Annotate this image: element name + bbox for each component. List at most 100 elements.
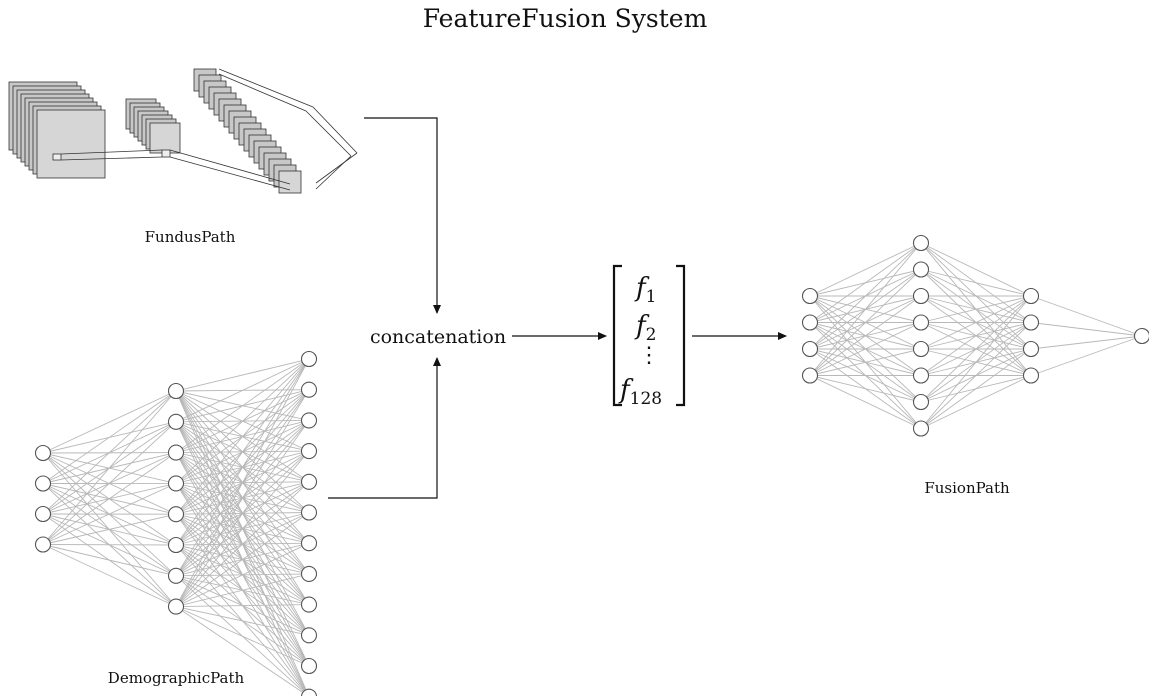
cnn-projection-line: [60, 156, 163, 161]
demographic-edge: [175, 606, 310, 667]
demographic-edge: [42, 390, 177, 454]
fusion-network: [801, 234, 1149, 437]
demographic-edge: [175, 358, 310, 607]
cnn-projection-line: [315, 152, 358, 184]
demographic-edge: [42, 544, 177, 577]
demographic-edge: [175, 512, 310, 607]
cnn-projection-line: [218, 68, 314, 108]
concatenation-label: concatenation: [370, 326, 506, 348]
cnn-projection-line: [305, 110, 352, 157]
demographic-edge: [42, 482, 177, 545]
fusion-edge: [920, 269, 1032, 297]
diagram-title: FeatureFusion System: [423, 4, 708, 33]
fusion-node-layer3: [1022, 314, 1040, 331]
fusion-edge: [920, 295, 1032, 350]
demographic-edge: [175, 358, 310, 577]
demographic-node-layer2: [167, 506, 185, 523]
demographic-edge: [42, 513, 177, 545]
feature-vector: f1 f2 ⋮ f128: [612, 264, 686, 409]
demographic-to-concat-arrow: [328, 357, 441, 499]
demographic-node-layer3: [300, 688, 318, 696]
cnn-kernel-box: [52, 153, 62, 161]
fusion-edge: [920, 295, 1032, 429]
demographic-edge: [175, 542, 310, 608]
fusion-edge: [809, 348, 922, 376]
fusion-node-layer1: [801, 340, 819, 358]
demographic-edge: [175, 606, 310, 636]
fusion-edge: [809, 242, 922, 323]
vector-left-bracket: [612, 264, 622, 407]
demographic-node-layer3: [300, 350, 318, 368]
fusion-edge: [809, 269, 922, 376]
cnn-projection-line: [312, 106, 358, 154]
fusion-node-layer3: [1022, 340, 1040, 358]
demographic-node-layer3: [300, 381, 318, 398]
fusion-node-layer2: [912, 261, 930, 278]
vector-element-f1: f1: [634, 273, 656, 307]
demographic-edge: [175, 573, 310, 608]
demographic-node-layer3: [300, 412, 318, 429]
fusion-edge: [809, 242, 922, 350]
demographic-node-layer3: [300, 565, 318, 582]
demographic-edge: [175, 358, 310, 453]
fusion-edge: [920, 375, 1032, 429]
demographic-node-layer2: [167, 444, 185, 461]
fundus-path-label: FundusPath: [145, 228, 236, 246]
demographic-edge: [175, 606, 309, 696]
demographic-node-layer3: [300, 596, 318, 613]
fusion-edge: [1030, 322, 1143, 337]
fusion-node-layer3: [1022, 287, 1040, 305]
fundus-to-concat-arrow: [364, 117, 441, 314]
demographic-node-layer3: [300, 504, 318, 521]
fusion-node-layer2: [912, 393, 930, 411]
cnn-projection-line: [169, 149, 291, 185]
cnn-conv1-stack-map: [149, 122, 181, 154]
fusion-edge: [809, 242, 922, 297]
fusion-edge: [809, 322, 922, 376]
demographic-edge: [175, 389, 310, 607]
fundus-cnn-illustration: [8, 68, 358, 194]
demographic-node-layer1: [34, 505, 52, 523]
demographic-node-layer3: [300, 473, 318, 490]
demographic-node-layer2: [167, 536, 185, 554]
fusion-edge: [1030, 295, 1143, 337]
demographic-node-layer3: [300, 627, 318, 644]
demographic-edge: [175, 481, 310, 607]
demographic-node-layer3: [300, 535, 318, 552]
demographic-edge: [175, 450, 310, 607]
demographic-edge: [42, 452, 177, 545]
demographic-edge: [42, 390, 177, 484]
fusion-edge: [809, 242, 922, 376]
demographic-edge: [175, 358, 310, 484]
fusion-edge: [920, 348, 1032, 429]
demographic-node-layer3: [300, 443, 318, 460]
cnn-conv2-stack: [193, 68, 302, 194]
fusion-edge: [920, 322, 1032, 429]
fusion-node-layer2: [912, 420, 930, 437]
fusion-node-layer2: [912, 234, 930, 252]
cnn-kernel-box: [161, 149, 171, 158]
demographic-edges: [42, 358, 310, 696]
fusion-node-layer2: [912, 340, 930, 358]
vector-element-f128: f128: [618, 375, 662, 409]
demographic-edge: [42, 421, 177, 545]
fusion-node-layer2: [912, 287, 930, 305]
demographic-edge: [175, 358, 310, 392]
demographic-path-label: DemographicPath: [108, 669, 245, 687]
connectors: [328, 117, 787, 499]
demographic-edge: [42, 390, 177, 545]
demographic-edge: [175, 358, 310, 423]
demographic-edge: [175, 604, 310, 608]
fusion-node-layer1: [801, 314, 819, 331]
demographic-edge: [175, 358, 310, 515]
cnn-input-stack-map: [36, 109, 106, 179]
vector-ellipsis: ⋮: [638, 343, 660, 368]
demographic-node-layer2: [167, 567, 185, 584]
fusion-edge: [920, 242, 1032, 297]
fusion-path-label: FusionPath: [924, 479, 1010, 497]
fusion-edge: [920, 295, 1032, 376]
demographic-node-layer1: [34, 536, 52, 553]
demographic-edge: [42, 390, 177, 515]
fusion-edge: [920, 295, 1032, 323]
fusion-node-layer2: [912, 367, 930, 384]
